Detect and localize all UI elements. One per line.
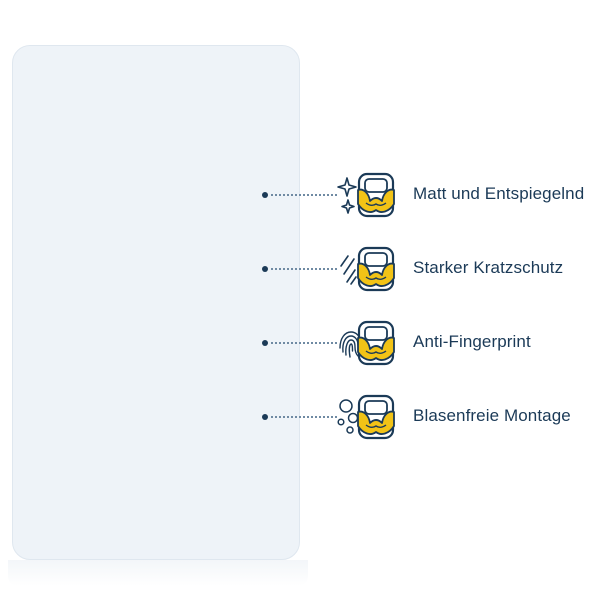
pointer-dot — [262, 340, 268, 346]
armor-screen-icon — [357, 172, 395, 218]
feature-label: Starker Kratzschutz — [413, 258, 564, 277]
feature-label: Anti-Fingerprint — [413, 332, 531, 351]
feature-matte-antiglare: Matt und Entspiegelnd — [262, 170, 602, 220]
pointer-dot — [262, 192, 268, 198]
screen-protector-panel — [12, 45, 300, 560]
bubbles-icon — [337, 399, 359, 434]
feature-icon — [337, 394, 395, 440]
feature-scratch-protection: Starker Kratzschutz — [262, 244, 602, 294]
protector-reflection — [8, 560, 308, 586]
pointer-dot — [262, 266, 268, 272]
feature-icon — [337, 172, 395, 218]
feature-bubble-free: Blasenfreie Montage — [262, 392, 602, 442]
feature-label: Matt und Entspiegelnd — [413, 184, 585, 203]
pointer-line — [271, 194, 337, 196]
pointer-dot — [262, 414, 268, 420]
pointer-line — [271, 416, 337, 418]
sparkle-icon — [337, 177, 357, 214]
armor-screen-icon — [357, 320, 395, 366]
armor-screen-icon — [357, 246, 395, 292]
feature-icon — [339, 320, 395, 366]
scratch-icon — [340, 255, 357, 285]
feature-anti-fingerprint: Anti-Fingerprint — [262, 318, 602, 368]
armor-screen-icon — [357, 394, 395, 440]
pointer-line — [271, 268, 337, 270]
feature-label: Blasenfreie Montage — [413, 406, 571, 425]
pointer-line — [271, 342, 337, 344]
feature-icon — [340, 246, 395, 292]
